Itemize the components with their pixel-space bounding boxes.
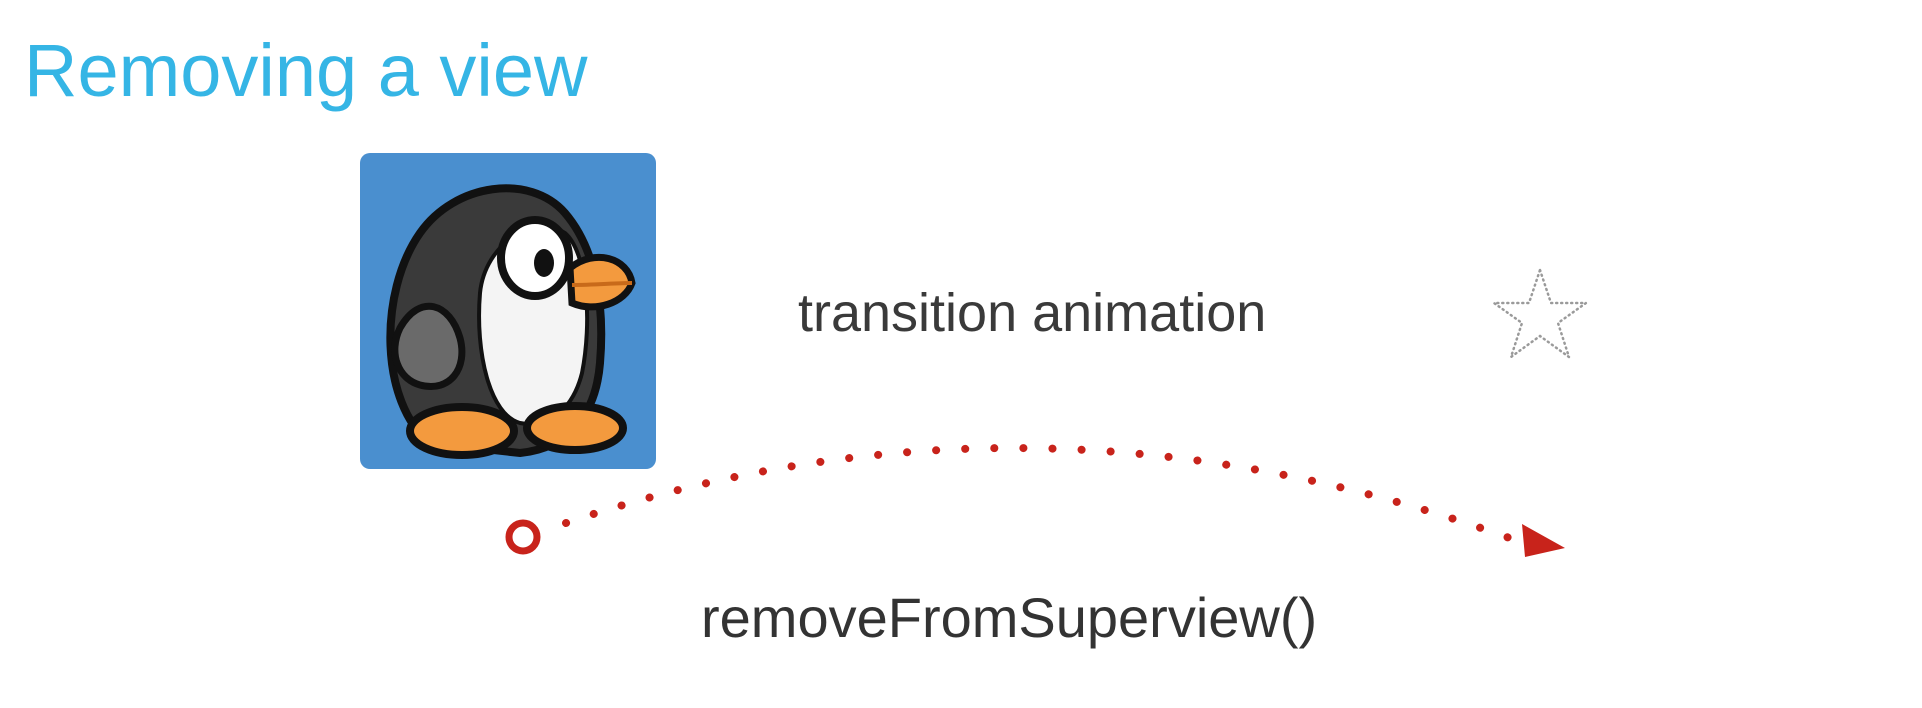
penguin-icon <box>360 153 656 469</box>
remove-method-caption: removeFromSuperview() <box>701 586 1318 649</box>
slide-title: Removing a view <box>24 29 588 112</box>
dotted-star-icon <box>1490 266 1590 361</box>
transition-caption: transition animation <box>798 283 1267 343</box>
